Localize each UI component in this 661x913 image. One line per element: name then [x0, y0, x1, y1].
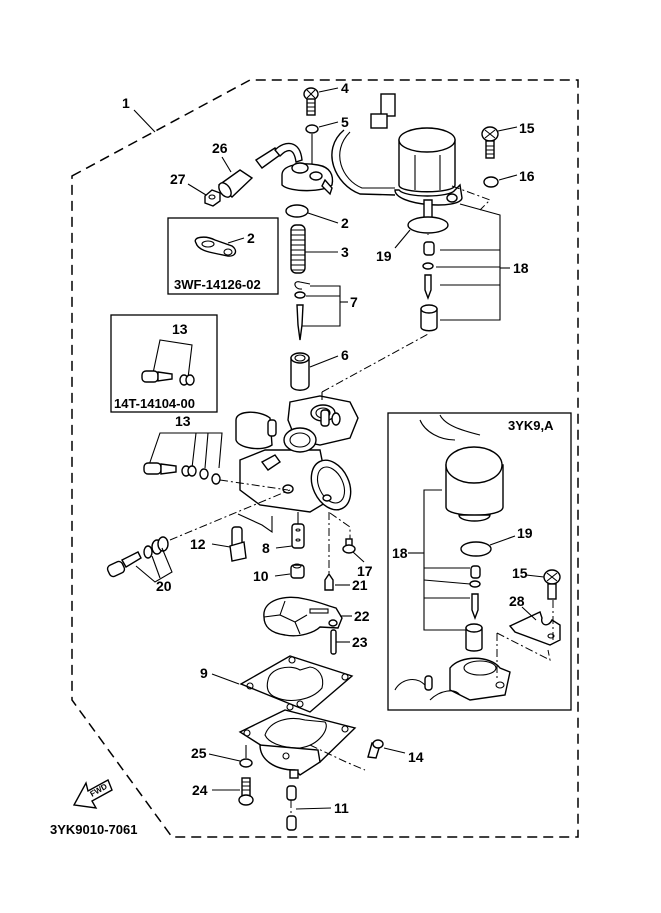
label-4: 4	[341, 80, 349, 96]
inset-code-3wf: 3WF-14126-02	[174, 277, 261, 292]
label-8: 8	[262, 540, 270, 556]
label-24: 24	[192, 782, 208, 798]
label-20: 20	[156, 578, 172, 594]
label-19: 19	[376, 248, 392, 264]
label-10: 10	[253, 568, 269, 584]
inset-3wf-14126-02	[167, 217, 279, 295]
part-17-screw	[342, 538, 356, 554]
part-24-screw	[238, 777, 254, 806]
part-15-screw	[481, 126, 499, 159]
auto-choke-variant	[394, 414, 511, 701]
part-25-washer	[239, 758, 253, 768]
label-11: 11	[334, 800, 349, 816]
label-2-inset: 2	[247, 230, 255, 246]
part-18-auto-choke	[331, 93, 463, 235]
label-3: 3	[341, 244, 349, 260]
label-23: 23	[352, 634, 368, 650]
assembly-boundary	[71, 79, 579, 838]
part-10-main-jet	[290, 563, 305, 579]
part-19-o-ring	[407, 216, 449, 234]
part-11-drain-pipe	[286, 785, 297, 831]
inset-code-14t: 14T-14104-00	[114, 396, 195, 411]
label-13-inset: 13	[172, 321, 188, 337]
carburetor-body	[235, 395, 359, 513]
label-26: 26	[212, 140, 228, 156]
fwd-direction-arrow: FWD	[72, 779, 113, 809]
label-12: 12	[190, 536, 206, 552]
part-2-o-ring	[285, 204, 309, 218]
label-16: 16	[519, 168, 535, 184]
part-13-pilot-screw	[143, 462, 221, 485]
label-7: 7	[350, 294, 358, 310]
label-19-inset: 19	[517, 525, 533, 541]
part-2-gasket-inset	[194, 236, 237, 257]
label-15-inset: 15	[512, 565, 528, 581]
choke-cap-body	[281, 162, 334, 196]
part-21-float-needle	[324, 572, 334, 591]
label-17: 17	[357, 563, 373, 579]
diagram-code: 3YK9010-7061	[50, 822, 137, 837]
part-27-nut	[204, 189, 221, 207]
choke-plunger-set	[420, 241, 438, 332]
part-22-float	[263, 596, 343, 637]
part-6-holder	[290, 352, 310, 391]
part-8-main-nozzle	[291, 523, 305, 549]
part-9-gasket	[239, 655, 354, 713]
inset-14t-14104-00	[110, 314, 218, 413]
part-20-throttle-screw	[106, 536, 169, 578]
part-14-drain-screw	[367, 739, 384, 759]
part-3-spring	[290, 224, 306, 274]
label-25: 25	[191, 745, 207, 761]
part-12-jet	[229, 526, 247, 562]
part-7-needle-set	[294, 281, 311, 341]
label-22: 22	[354, 608, 370, 624]
label-1: 1	[122, 95, 130, 111]
part-5-washer	[305, 124, 319, 134]
label-18-inset: 18	[392, 545, 408, 561]
label-13: 13	[175, 413, 191, 429]
label-21: 21	[352, 577, 368, 593]
label-9: 9	[200, 665, 208, 681]
part-15-screw-inset	[543, 569, 561, 600]
label-14: 14	[408, 749, 424, 765]
part-13-pilot-screw-inset	[141, 370, 195, 386]
label-2: 2	[341, 215, 349, 231]
label-28: 28	[509, 593, 525, 609]
leader-1	[133, 109, 156, 133]
part-4-screw	[303, 87, 319, 116]
label-18: 18	[513, 260, 529, 276]
float-bowl	[238, 709, 357, 779]
inset-code-3yk9a: 3YK9,A	[508, 418, 554, 433]
part-23-float-pin	[330, 629, 337, 655]
label-6: 6	[341, 347, 349, 363]
inset-3yk9-a	[387, 412, 572, 711]
part-26-hose-cap	[217, 142, 303, 198]
label-5: 5	[341, 114, 349, 130]
part-16-lock-washer	[483, 176, 499, 188]
label-15: 15	[519, 120, 535, 136]
label-27: 27	[170, 171, 186, 187]
part-28-bracket	[508, 611, 561, 646]
